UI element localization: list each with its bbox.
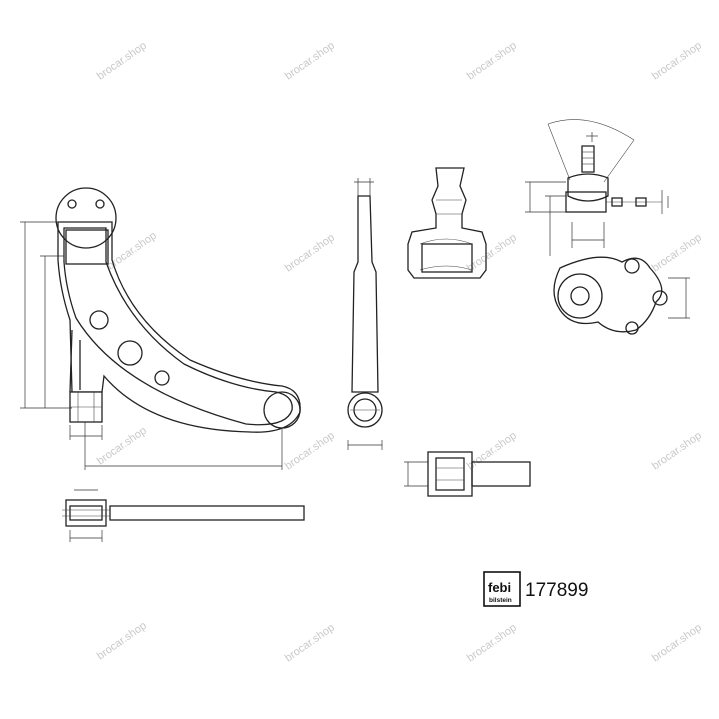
watermark: brocar.shop <box>283 622 337 665</box>
watermark: brocar.shop <box>95 40 149 83</box>
ball-joint-side-view <box>525 119 669 256</box>
watermark: brocar.shop <box>283 232 337 275</box>
watermark: brocar.shop <box>465 232 519 275</box>
watermarks: brocar.shop brocar.shop brocar.shop broc… <box>95 40 704 665</box>
brand-logo: febi bilstein <box>483 571 521 607</box>
watermark: brocar.shop <box>465 40 519 83</box>
watermark: brocar.shop <box>283 40 337 83</box>
bushing-section-view <box>407 167 487 279</box>
ball-joint-top-view <box>553 256 690 335</box>
watermark: brocar.shop <box>283 430 337 473</box>
watermark: brocar.shop <box>95 425 149 468</box>
watermark: brocar.shop <box>465 430 519 473</box>
bushing-side-view <box>404 451 531 497</box>
logo-sub-text: bilstein <box>489 597 512 604</box>
control-arm-front-view <box>55 187 301 433</box>
part-number: 177899 <box>525 580 588 601</box>
watermark: brocar.shop <box>105 230 159 273</box>
logo-main-text: febi <box>488 580 511 595</box>
control-arm-bottom-view <box>62 489 305 542</box>
watermark: brocar.shop <box>465 622 519 665</box>
watermark: brocar.shop <box>95 620 149 663</box>
watermark: brocar.shop <box>650 40 704 83</box>
watermark: brocar.shop <box>650 430 704 473</box>
dimension-lines-front <box>20 221 283 470</box>
watermark: brocar.shop <box>650 232 704 275</box>
watermark: brocar.shop <box>650 622 704 665</box>
control-arm-side-view <box>347 178 383 450</box>
